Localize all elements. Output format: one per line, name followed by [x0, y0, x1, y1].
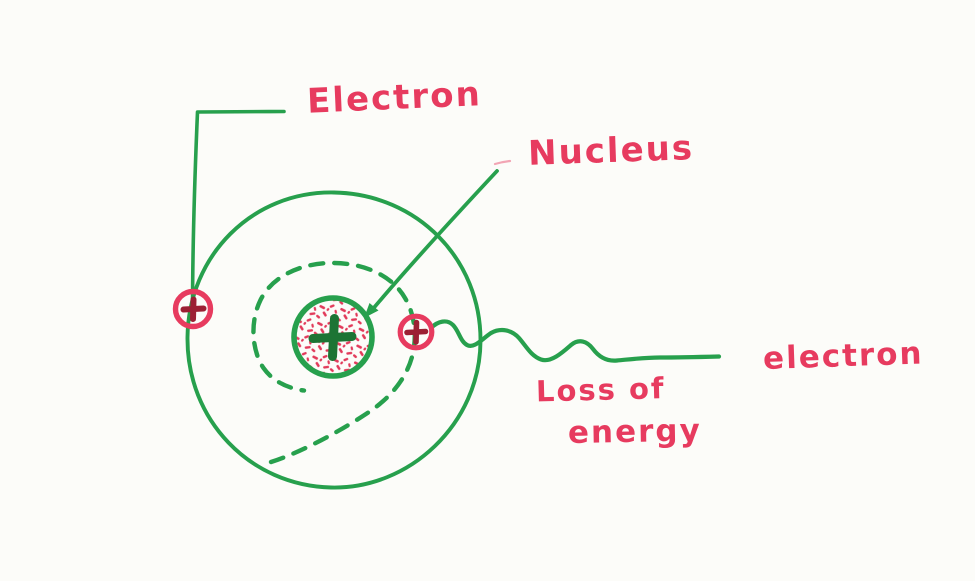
- left-electron-ring: [172, 288, 214, 330]
- energy-wave-line: [428, 319, 722, 363]
- right-electron-ring: [397, 313, 435, 351]
- right-electron: [397, 313, 435, 351]
- handwritten-labels: Electron Nucleus Loss of energy electron: [306, 74, 924, 451]
- left-electron-charge-plus-icon: [180, 296, 207, 322]
- nucleus-label: Nucleus: [527, 128, 694, 174]
- nucleus-pointer-line: [370, 169, 499, 312]
- outer-orbit-circle: [185, 190, 483, 490]
- loss-of-energy-label-line1: Loss of: [536, 371, 666, 408]
- green-ink-strokes: [185, 109, 722, 490]
- nucleus-charge-plus-icon: [308, 314, 357, 361]
- inner-orbit-spiral-dashed: [251, 260, 417, 465]
- loss-of-energy-label-line2: energy: [568, 413, 702, 451]
- electron-label: Electron: [306, 74, 482, 122]
- pen-tick-mark: [493, 159, 512, 166]
- right-electron-charge-plus-icon: [404, 319, 429, 345]
- electron-label-leader-line: [190, 109, 286, 318]
- left-electron: [172, 288, 214, 330]
- electron-label-right: electron: [762, 335, 924, 377]
